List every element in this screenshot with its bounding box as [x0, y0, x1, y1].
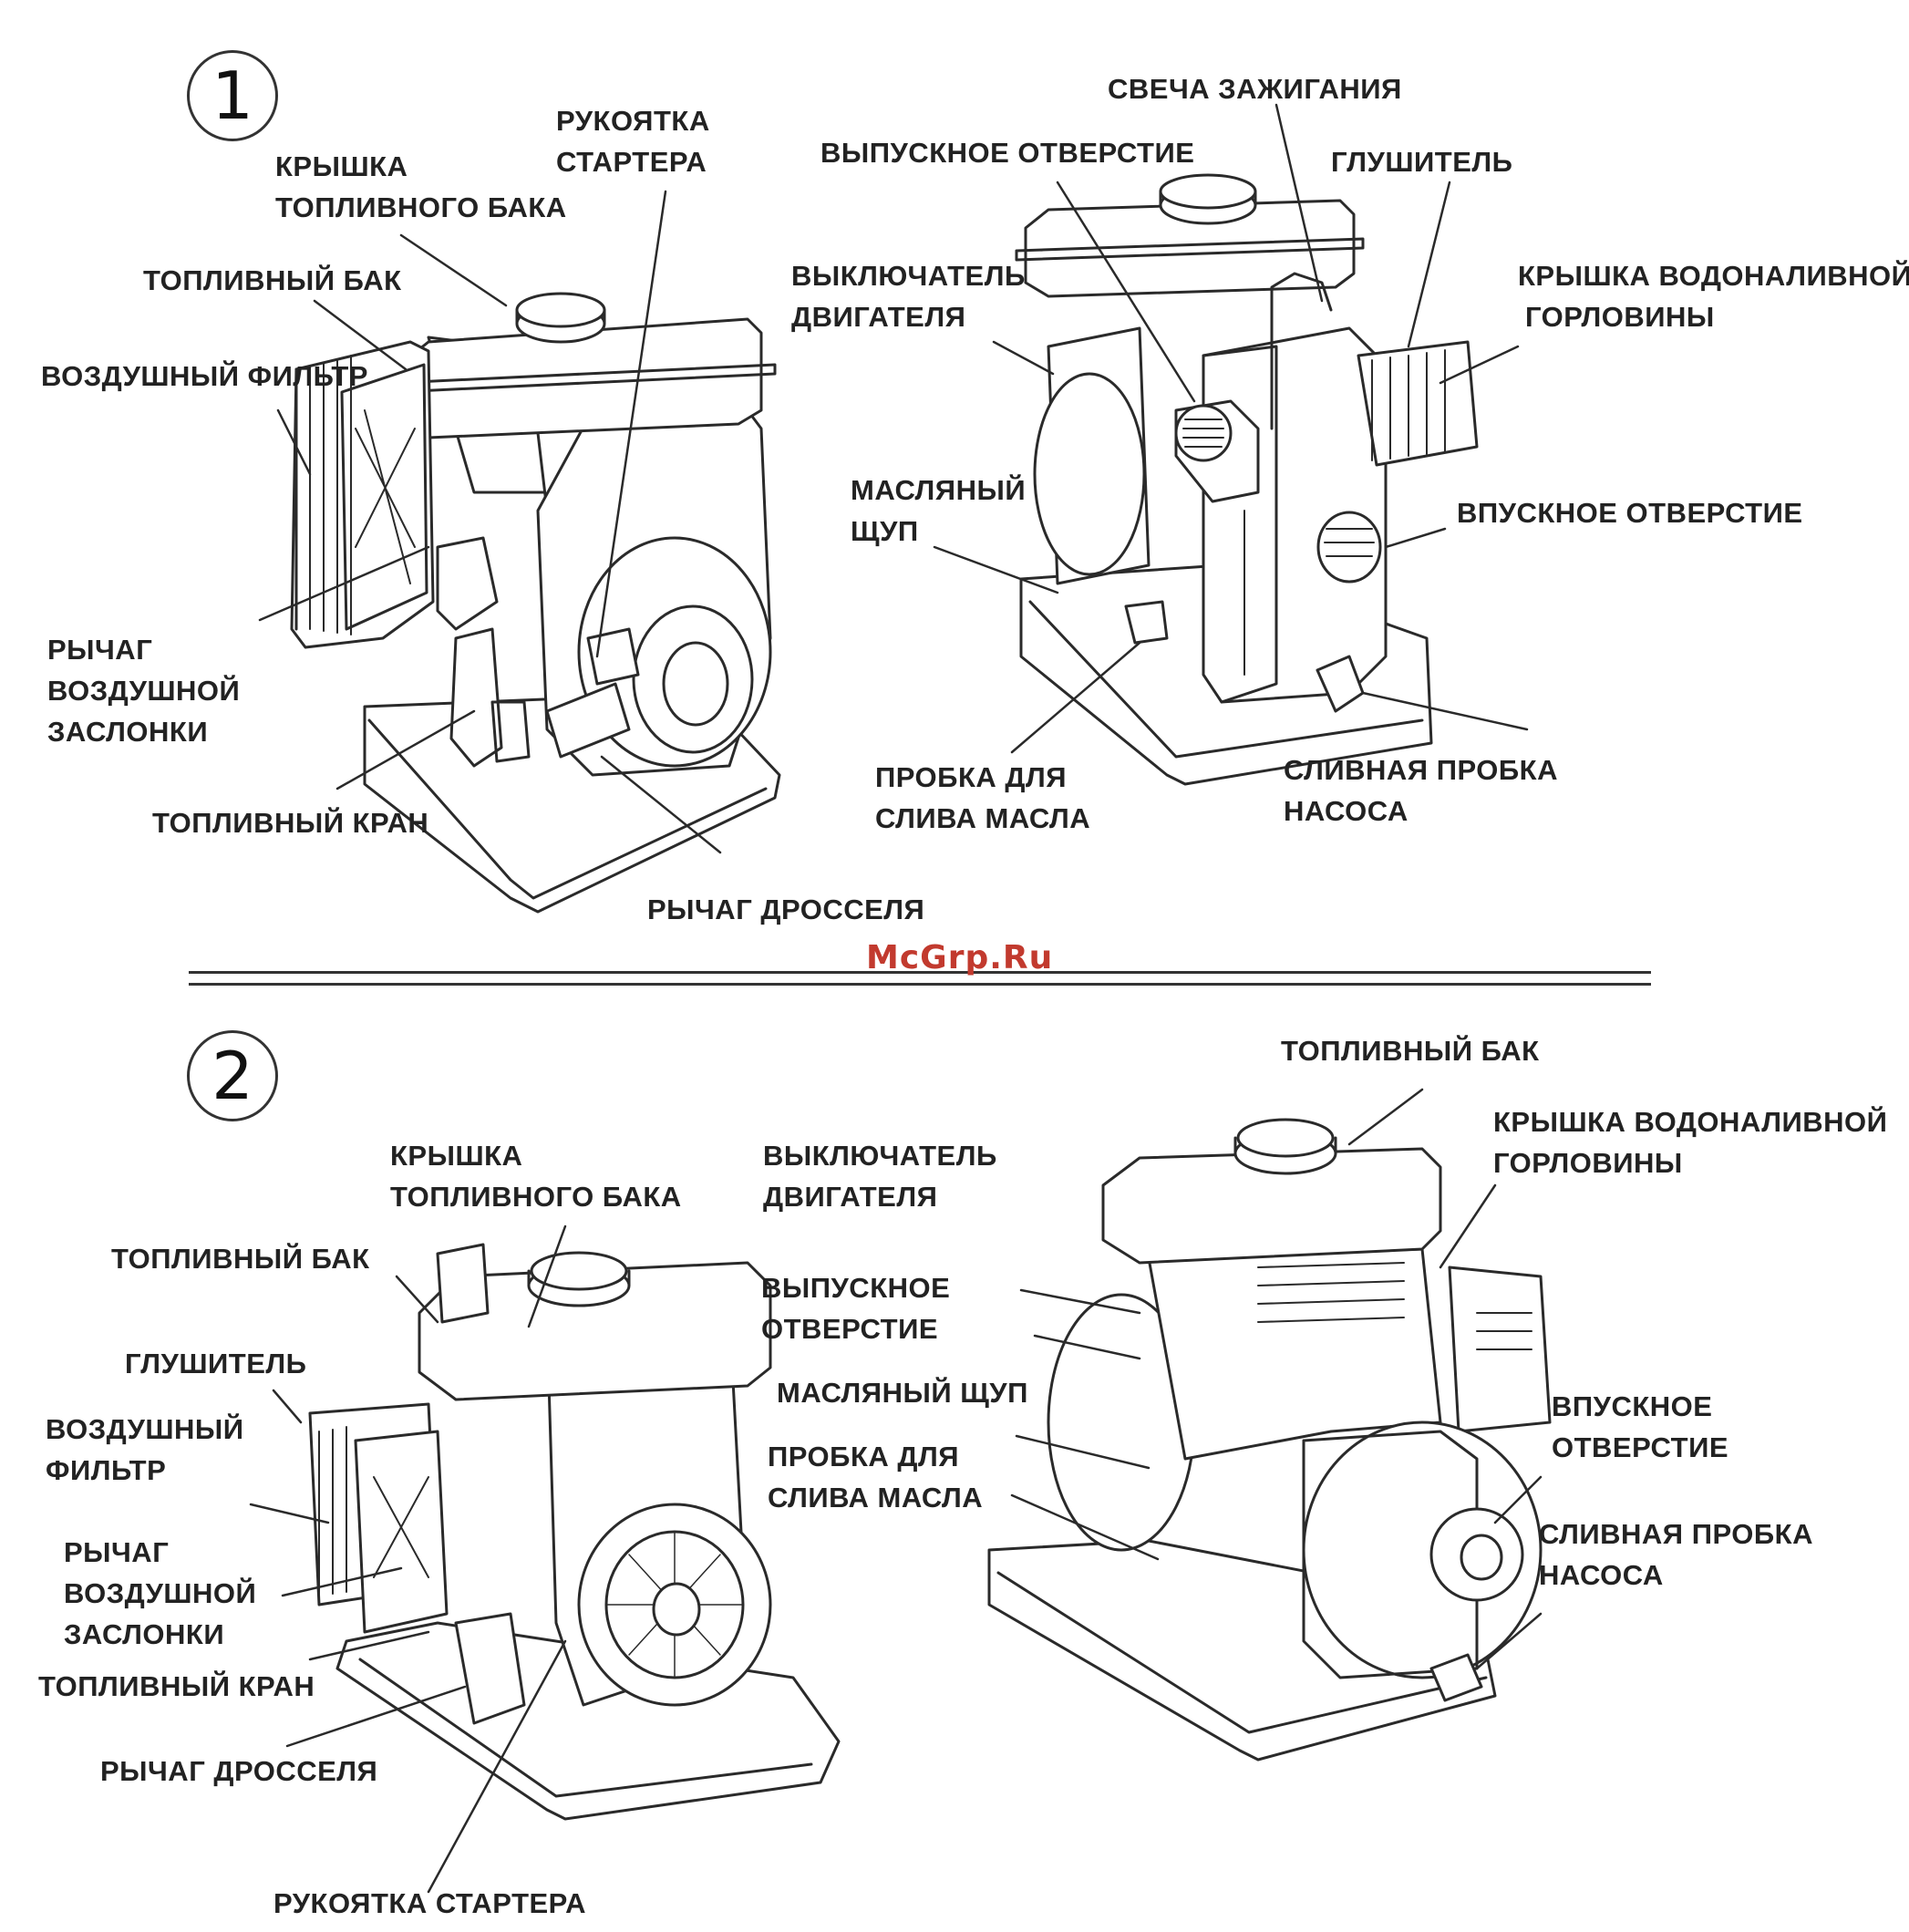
watermark: McGrp.Ru [866, 939, 1054, 976]
p2-label-air-filter: ВОЗДУШНЫЙ ФИЛЬТР [46, 1413, 244, 1486]
p2-label-throttle-lever: РЫЧАГ ДРОССЕЛЯ [100, 1755, 378, 1787]
p1-label-spark-plug: СВЕЧА ЗАЖИГАНИЯ [1108, 73, 1402, 105]
p1-label-fuel-valve: ТОПЛИВНЫЙ КРАН [152, 807, 429, 839]
p2-label-outlet: ВЫПУСКНОЕ ОТВЕРСТИЕ [761, 1272, 951, 1345]
p1-label-starter-handle: РУКОЯТКА СТАРТЕРА [556, 105, 710, 178]
p2-label-oil-drain: ПРОБКА ДЛЯ СЛИВА МАСЛА [768, 1441, 984, 1514]
p2-label-starter-handle: РУКОЯТКА СТАРТЕРА [273, 1887, 587, 1919]
p1-label-fuel-tank: ТОПЛИВНЫЙ БАК [143, 264, 402, 296]
p2-label-fuel-valve: ТОПЛИВНЫЙ КРАН [38, 1670, 315, 1702]
panel1-right-pump-drawing [1015, 173, 1479, 786]
p1-label-engine-switch: ВЫКЛЮЧАТЕЛЬ ДВИГАТЕЛЯ [791, 260, 1026, 333]
p2-label-muffler: ГЛУШИТЕЛЬ [125, 1348, 307, 1379]
p1-label-oil-drain: ПРОБКА ДЛЯ СЛИВА МАСЛА [875, 761, 1091, 834]
p2-label-fuel-tank-right: ТОПЛИВНЫЙ БАК [1281, 1035, 1540, 1067]
p2-label-fuel-cap: КРЫШКА ТОПЛИВНОГО БАКА [390, 1140, 682, 1213]
panel1-number-badge: 1 [187, 50, 278, 141]
panel-separator-bottom [189, 983, 1651, 986]
p2-label-inlet: ВПУСКНОЕ ОТВЕРСТИЕ [1552, 1390, 1729, 1463]
panel2-right-pump-drawing [987, 1118, 1552, 1762]
panel2-number-badge: 2 [187, 1030, 278, 1121]
p1-label-fuel-cap: КРЫШКА ТОПЛИВНОГО БАКА [275, 150, 567, 223]
panel-separator-top [189, 971, 1651, 974]
leader-lines [249, 103, 1543, 1894]
p1-label-outlet: ВЫПУСКНОЕ ОТВЕРСТИЕ [820, 137, 1195, 169]
p2-label-priming-cap: КРЫШКА ВОДОНАЛИВНОЙ ГОРЛОВИНЫ [1493, 1106, 1888, 1179]
panel2-left-pump-drawing [308, 1243, 841, 1821]
p1-label-pump-drain: СЛИВНАЯ ПРОБКА НАСОСА [1284, 754, 1558, 827]
p1-label-choke-lever: РЫЧАГ ВОЗДУШНОЙ ЗАСЛОНКИ [47, 634, 241, 748]
panel1-left-pump-drawing [290, 292, 781, 914]
p2-label-engine-switch: ВЫКЛЮЧАТЕЛЬ ДВИГАТЕЛЯ [763, 1140, 997, 1213]
p1-label-dipstick: МАСЛЯНЫЙ ЩУП [851, 474, 1027, 547]
p2-label-fuel-tank-left: ТОПЛИВНЫЙ БАК [111, 1243, 370, 1275]
p2-label-choke-lever: РЫЧАГ ВОЗДУШНОЙ ЗАСЛОНКИ [64, 1536, 257, 1650]
p1-label-air-filter: ВОЗДУШНЫЙ ФИЛЬТР [41, 360, 368, 392]
p1-label-muffler: ГЛУШИТЕЛЬ [1331, 146, 1513, 178]
p2-label-dipstick: МАСЛЯНЫЙ ЩУП [777, 1377, 1028, 1409]
p1-label-priming-cap: КРЫШКА ВОДОНАЛИВНОЙ ГОРЛОВИНЫ [1518, 260, 1909, 333]
p1-label-throttle-lever: РЫЧАГ ДРОССЕЛЯ [647, 894, 925, 925]
p2-label-pump-drain: СЛИВНАЯ ПРОБКА НАСОСА [1539, 1518, 1813, 1591]
p1-label-inlet: ВПУСКНОЕ ОТВЕРСТИЕ [1457, 497, 1803, 529]
